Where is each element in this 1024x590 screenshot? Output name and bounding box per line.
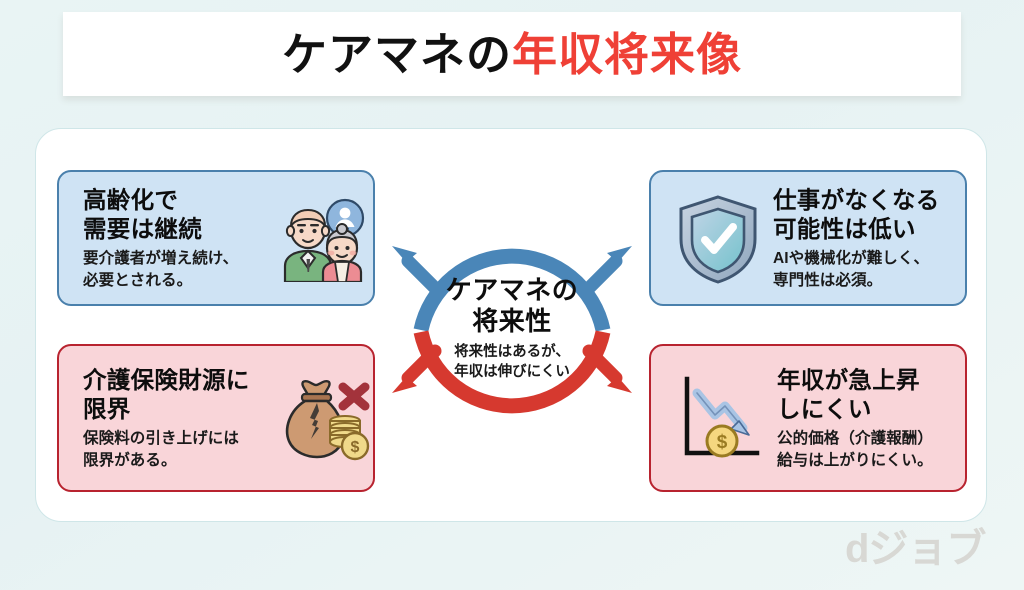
title-band: ケアマネの年収将来像 bbox=[63, 12, 961, 96]
card-top-right-heading: 仕事がなくなる 可能性は低い bbox=[773, 186, 940, 242]
center-diagram: ケアマネの 将来性 将来性はあるが、 年収は伸びにくい bbox=[372, 212, 652, 427]
djob-logo: dジョブ bbox=[845, 527, 986, 571]
money-bag-cross-icon: $ bbox=[279, 373, 371, 465]
shield-check-icon bbox=[675, 193, 761, 285]
page-title-accent: 年収将来像 bbox=[512, 28, 743, 80]
arrow-bottom-left bbox=[392, 344, 442, 393]
arrow-top-left bbox=[392, 246, 442, 295]
card-bottom-right-heading: 年収が急上昇 しにくい bbox=[777, 366, 920, 422]
card-top-left-heading: 高齢化で 需要は継続 bbox=[83, 186, 202, 242]
card-top-left-body: 要介護者が増え続け、 必要とされる。 bbox=[83, 250, 239, 290]
card-bottom-left-body: 保険料の引き上げには 限界がある。 bbox=[83, 430, 240, 470]
svg-text:$: $ bbox=[717, 432, 728, 453]
card-bottom-left-text: 介護保険財源に 限界 保険料の引き上げには 限界がある。 bbox=[83, 366, 279, 472]
page-title: ケアマネの年収将来像 bbox=[282, 32, 742, 77]
card-top-left-text: 高齢化で 需要は継続 要介護者が増え続け、 必要とされる。 bbox=[83, 186, 279, 292]
card-top-right[interactable]: 仕事がなくなる 可能性は低い AIや機械化が難しく、 専門性は必須。 bbox=[649, 170, 967, 306]
card-bottom-right[interactable]: $ 年収が急上昇 しにくい 公的価格（介護報酬） 給与は上がりにくい。 bbox=[649, 344, 967, 492]
svg-text:$: $ bbox=[351, 439, 360, 456]
card-top-right-text: 仕事がなくなる 可能性は低い AIや機械化が難しく、 専門性は必須。 bbox=[773, 186, 975, 292]
card-top-right-body: AIや機械化が難しく、 専門性は必須。 bbox=[773, 250, 930, 290]
card-bottom-left-heading: 介護保険財源に 限界 bbox=[83, 366, 250, 422]
ring-arc-top bbox=[413, 248, 611, 332]
card-top-left[interactable]: 高齢化で 需要は継続 要介護者が増え続け、 必要とされる。 bbox=[57, 170, 375, 306]
center-ring-svg bbox=[392, 246, 632, 414]
declining-chart-coin-icon: $ bbox=[675, 373, 765, 465]
page-title-plain: ケアマネの bbox=[281, 28, 512, 80]
elderly-couple-icon bbox=[279, 196, 367, 282]
card-bottom-right-text: 年収が急上昇 しにくい 公的価格（介護報酬） 給与は上がりにくい。 bbox=[777, 366, 985, 472]
arrow-bottom-right bbox=[582, 344, 632, 393]
arrow-top-right bbox=[582, 246, 632, 295]
card-bottom-left[interactable]: 介護保険財源に 限界 保険料の引き上げには 限界がある。 bbox=[57, 344, 375, 492]
ring-arc-bottom bbox=[413, 330, 611, 414]
card-bottom-right-body: 公的価格（介護報酬） 給与は上がりにくい。 bbox=[777, 430, 934, 470]
